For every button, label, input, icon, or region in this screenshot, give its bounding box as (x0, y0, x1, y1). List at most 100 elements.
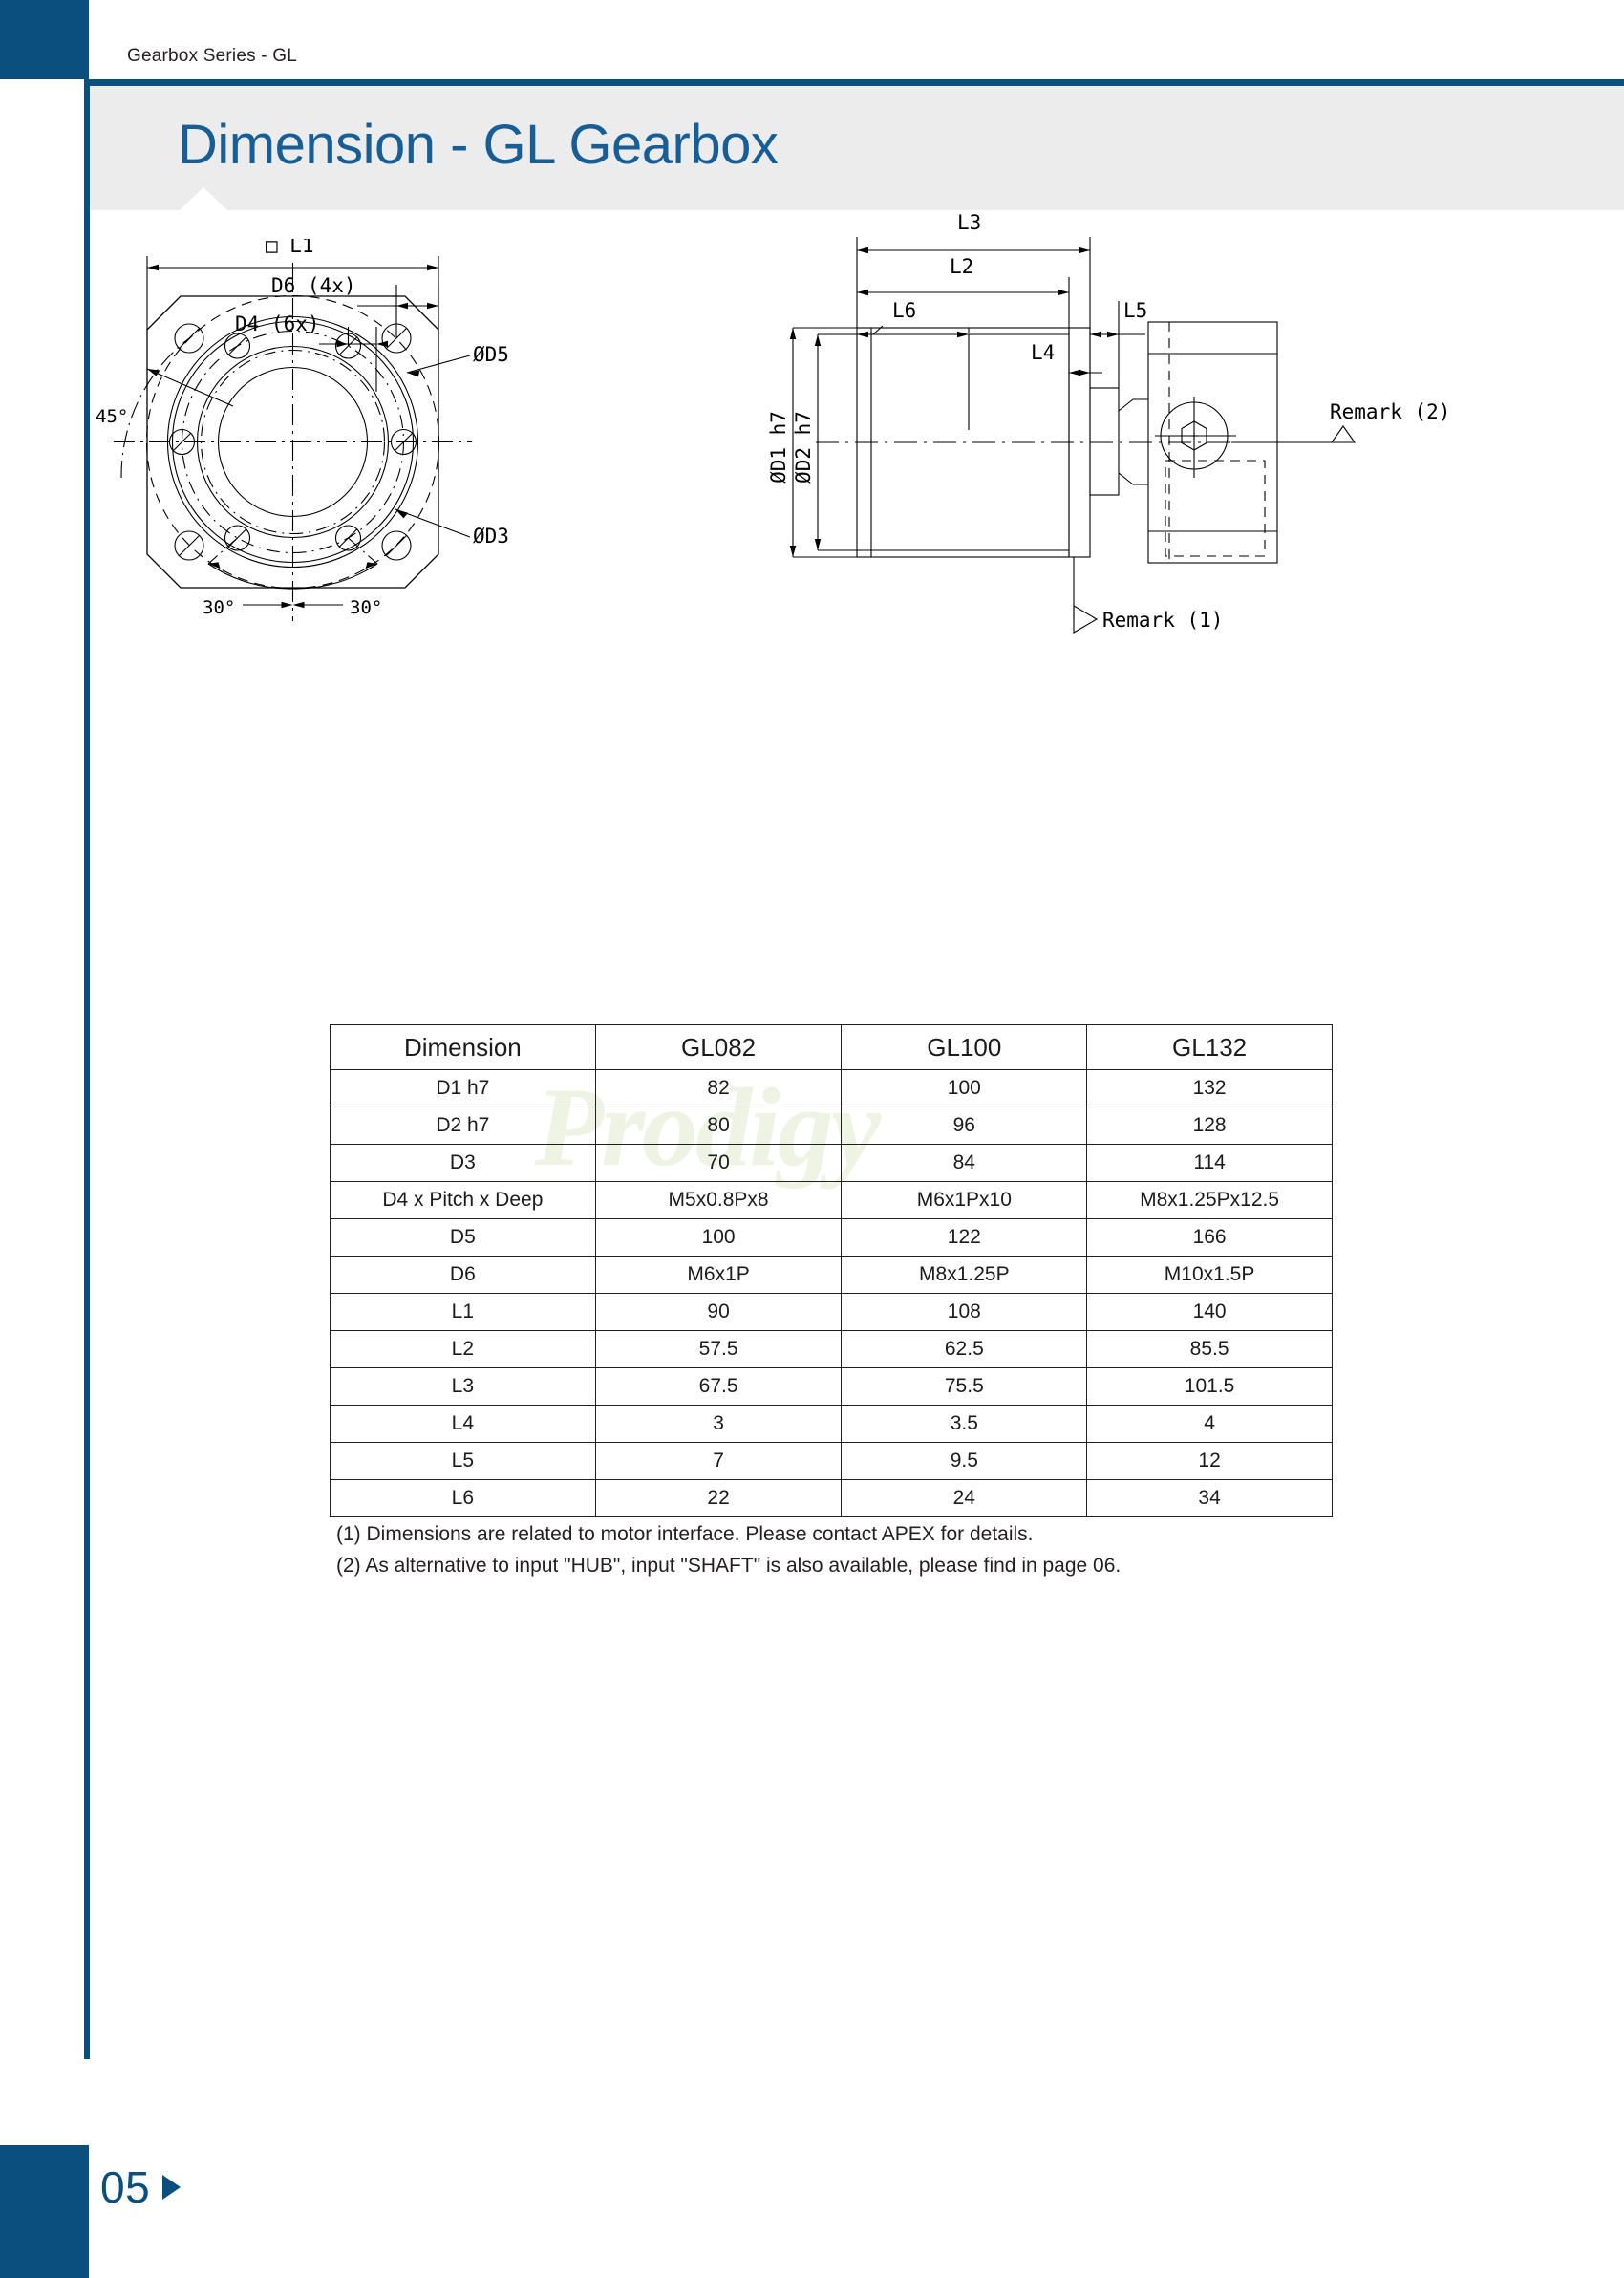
transition-line (1118, 398, 1148, 412)
table-header-cell: Dimension (330, 1024, 596, 1070)
leader-45 (146, 368, 234, 407)
table-cell-gl100: M8x1.25P (841, 1256, 1088, 1294)
footnote-1: (1) Dimensions are related to motor inte… (336, 1523, 1034, 1545)
table-row-label: D1 h7 (330, 1069, 596, 1107)
label-d4: D4 (6x) (235, 312, 320, 335)
title-band-notch-icon (178, 187, 229, 212)
table-cell-gl132: 166 (1086, 1218, 1333, 1257)
transition-line (1118, 472, 1148, 485)
table-cell-gl082: 22 (594, 1479, 843, 1517)
table-cell-gl132: 4 (1086, 1405, 1333, 1443)
table-cell-gl100: 9.5 (841, 1442, 1088, 1480)
table-cell-gl082: 3 (594, 1405, 843, 1443)
table-cell-gl132: 128 (1086, 1107, 1333, 1145)
angle-arc-30-left (207, 563, 293, 590)
table-cell-gl132: 85.5 (1086, 1330, 1333, 1368)
table-cell-gl132: 34 (1086, 1479, 1333, 1517)
label-d2: ØD2 h7 (792, 411, 815, 484)
table-cell-gl082: 80 (594, 1107, 843, 1145)
table-cell-gl100: 100 (841, 1069, 1088, 1107)
table-cell-gl132: 132 (1086, 1069, 1333, 1107)
page-title: Dimension - GL Gearbox (178, 114, 779, 176)
table-row-label: L5 (330, 1442, 596, 1480)
label-remark2: Remark (2) (1330, 400, 1450, 423)
leader-d5 (406, 355, 471, 374)
page-number-group: 05 (100, 2161, 182, 2213)
side-view-drawing: L3 L2 L6 L5 L4 ØD1 h7 ØD2 h7 Remark (2) … (767, 211, 1450, 634)
angle-arc-45 (120, 337, 190, 479)
page-number: 05 (100, 2162, 151, 2212)
table-cell-gl082: 90 (594, 1293, 843, 1331)
table-cell-gl082: 57.5 (594, 1330, 843, 1368)
corner-hole (174, 323, 204, 354)
table-cell-gl100: 122 (841, 1218, 1088, 1257)
hole-slash (178, 534, 201, 557)
front-view-drawing: □ L1 D6 (4x) D4 (6x) 45° 30° 30° ØD5 ØD3 (96, 239, 509, 621)
corner-hole (174, 530, 204, 561)
footer-corner-block (0, 2145, 89, 2278)
table-row-label: L1 (330, 1293, 596, 1331)
table-row-label: L3 (330, 1367, 596, 1406)
flange-outline (146, 295, 439, 589)
table-header-cell: GL132 (1086, 1024, 1333, 1070)
table-row-label: D4 x Pitch x Deep (330, 1181, 596, 1219)
table-cell-gl100: 84 (841, 1144, 1088, 1182)
hidden-bore (1165, 460, 1266, 557)
remark2-triangle-icon (1330, 425, 1357, 443)
leader-d3 (395, 508, 471, 538)
table-header-cell: GL100 (841, 1024, 1088, 1070)
table-row-label: D3 (330, 1144, 596, 1182)
title-band (90, 86, 1624, 210)
table-cell-gl132: M10x1.5P (1086, 1256, 1333, 1294)
table-cell-gl100: 75.5 (841, 1367, 1088, 1406)
table-cell-gl132: 101.5 (1086, 1367, 1333, 1406)
table-cell-gl082: 100 (594, 1218, 843, 1257)
left-side-rule (84, 79, 90, 2059)
header-corner-block (0, 0, 89, 79)
label-d5: ØD5 (473, 343, 509, 366)
label-d1: ØD1 h7 (767, 411, 790, 484)
table-cell-gl082: M5x0.8Px8 (594, 1181, 843, 1219)
table-cell-gl132: 12 (1086, 1442, 1333, 1480)
table-cell-gl082: 82 (594, 1069, 843, 1107)
table-cell-gl100: 108 (841, 1293, 1088, 1331)
chamfer-mark (872, 325, 884, 335)
label-d3: ØD3 (473, 525, 509, 548)
pilot-boss-l5 (1089, 387, 1120, 496)
table-row-label: L4 (330, 1405, 596, 1443)
table-cell-gl100: 62.5 (841, 1330, 1088, 1368)
table-cell-gl132: M8x1.25Px12.5 (1086, 1181, 1333, 1219)
triangle-right-icon (162, 2175, 182, 2200)
footnote-2: (2) As alternative to input "HUB", input… (336, 1554, 1122, 1577)
label-30deg-right: 30° (350, 597, 382, 618)
table-cell-gl100: M6x1Px10 (841, 1181, 1088, 1219)
table-cell-gl132: 114 (1086, 1144, 1333, 1182)
table-cell-gl082: 70 (594, 1144, 843, 1182)
table-cell-gl100: 24 (841, 1479, 1088, 1517)
hole-slash (385, 534, 408, 557)
label-l1: □ L1 (266, 239, 314, 257)
label-l4: L4 (1031, 341, 1055, 364)
remark1-triangle-icon (1073, 605, 1099, 634)
table-cell-gl082: M6x1P (594, 1256, 843, 1294)
label-l5: L5 (1123, 299, 1147, 322)
table-cell-gl100: 3.5 (841, 1405, 1088, 1443)
footnotes: (1) Dimensions are related to motor inte… (336, 1519, 1121, 1581)
breadcrumb: Gearbox Series - GL (127, 46, 298, 66)
table-row-label: D6 (330, 1256, 596, 1294)
